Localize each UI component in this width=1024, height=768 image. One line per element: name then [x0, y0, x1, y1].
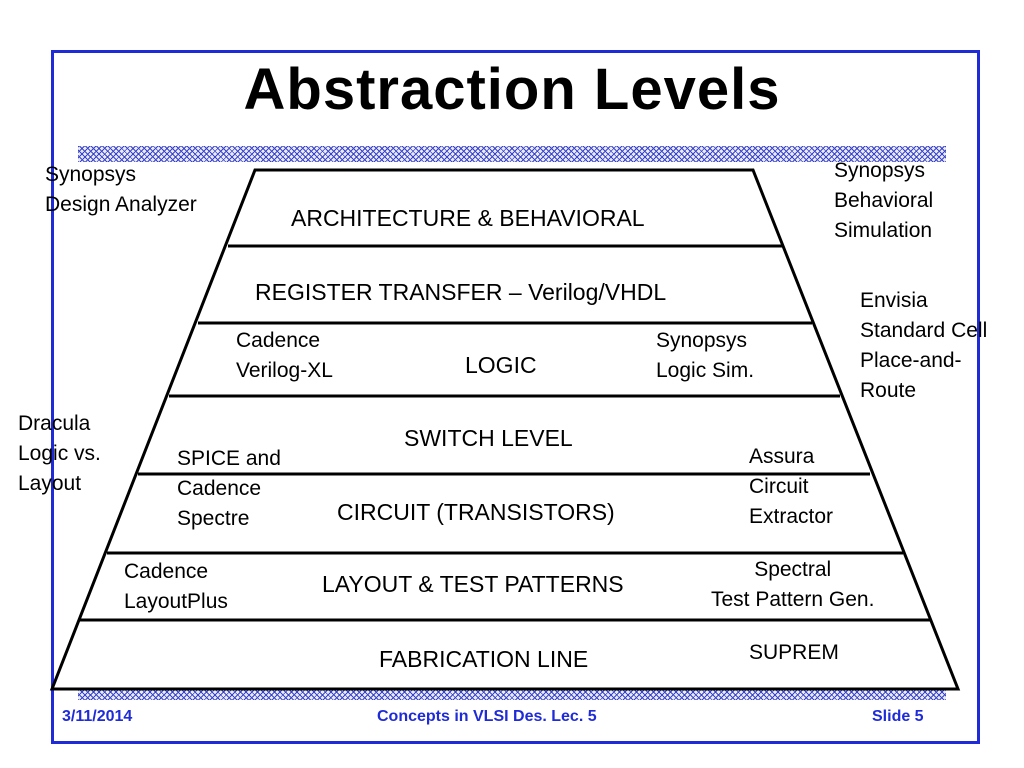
tool-suprem: SUPREM [749, 641, 839, 664]
tool-synopsys-logic-sim: Synopsys Logic Sim. [656, 329, 755, 382]
tool-cadence-verilog-xl: Cadence Verilog-XL [236, 329, 333, 382]
tool-envisia-place-and-route: Envisia Standard Cell Place-and- Route [860, 289, 988, 402]
tool-synopsys-design-analyzer: Synopsys Design Analyzer [45, 163, 197, 216]
tool-cadence-layoutplus: Cadence LayoutPlus [124, 560, 228, 613]
slide-frame [51, 50, 980, 744]
level-fabrication-line: FABRICATION LINE [379, 646, 589, 672]
tool-spectral-test-pattern-gen: Spectral Test Pattern Gen. [711, 558, 875, 611]
tool-dracula-lvs: Dracula Logic vs. Layout [18, 412, 101, 495]
tool-spice-cadence-spectre: SPICE and Cadence Spectre [177, 447, 281, 530]
tool-assura-circuit-extractor: Assura Circuit Extractor [749, 445, 834, 528]
slide-title: Abstraction Levels [243, 57, 781, 122]
footer-date: 3/11/2014 [62, 708, 133, 725]
tool-synopsys-behavioral-simulation: Synopsys Behavioral Simulation [834, 159, 934, 242]
top-hatch-divider [78, 146, 946, 162]
level-logic: LOGIC [465, 352, 537, 378]
level-layout-test-patterns: LAYOUT & TEST PATTERNS [322, 571, 624, 597]
level-circuit: CIRCUIT (TRANSISTORS) [337, 499, 615, 525]
pyramid-outline [49, 168, 961, 691]
level-register-transfer: REGISTER TRANSFER – Verilog/VHDL [255, 279, 667, 305]
level-architecture-behavioral: ARCHITECTURE & BEHAVIORAL [291, 205, 645, 231]
footer-course: Concepts in VLSI Des. Lec. 5 [377, 708, 597, 725]
level-switch: SWITCH LEVEL [404, 425, 573, 451]
footer-slide-number: Slide 5 [872, 708, 924, 725]
